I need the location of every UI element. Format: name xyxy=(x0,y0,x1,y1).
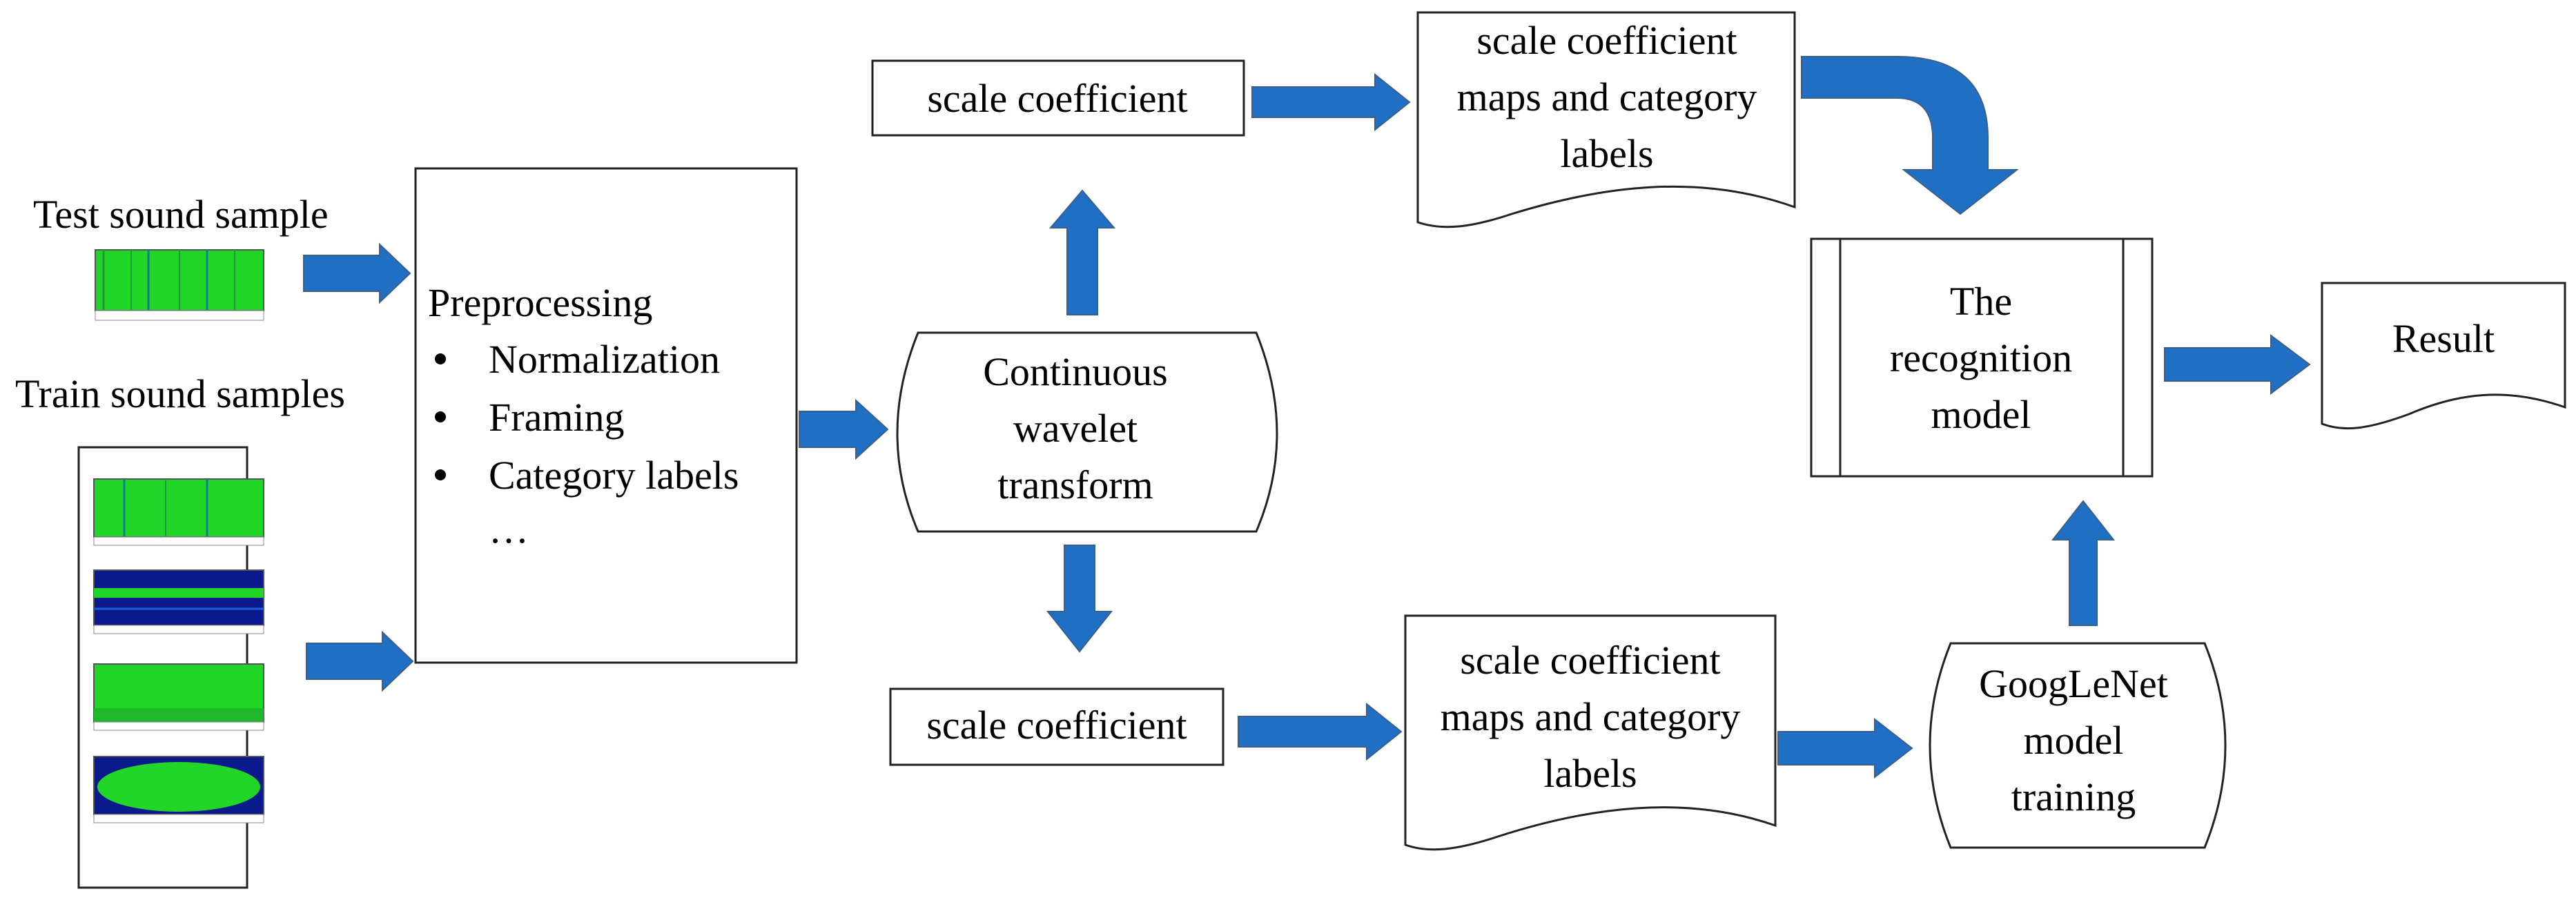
bottom-maps-line-1: scale coefficient xyxy=(1460,638,1720,683)
block-arrow-icon xyxy=(2164,334,2311,395)
result-label: Result xyxy=(2392,316,2495,361)
test-spectrogram-thumbnail xyxy=(95,249,264,321)
bullet-icon xyxy=(435,469,446,480)
block-arrow-icon xyxy=(1801,56,2019,215)
top-scale-coefficient-label: scale coefficient xyxy=(927,76,1187,121)
googlenet-line-1: GoogLeNet xyxy=(1979,661,2168,706)
preprocessing-box xyxy=(414,167,798,664)
top-maps-line-3: labels xyxy=(1560,131,1653,176)
preprocessing-item-framing: Framing xyxy=(489,395,625,440)
bottom-maps-line-3: labels xyxy=(1543,751,1637,796)
train-spectrogram-2 xyxy=(93,569,264,634)
cwt-line-2: wavelet xyxy=(1013,406,1138,451)
train-spectrogram-3 xyxy=(93,663,264,731)
block-arrow-icon xyxy=(1777,717,1913,779)
train-spectrogram-1 xyxy=(93,478,264,546)
bottom-maps-document xyxy=(1404,614,1777,851)
recognition-line-1: The xyxy=(1950,279,2012,324)
bottom-scale-coefficient-box xyxy=(889,687,1224,766)
block-arrow-icon xyxy=(303,242,411,304)
preprocessing-ellipsis: … xyxy=(489,507,529,552)
train-sound-label: Train sound samples xyxy=(15,371,345,416)
googlenet-line-3: training xyxy=(2011,774,2136,819)
top-maps-line-2: maps and category xyxy=(1457,75,1757,119)
preprocessing-item-category-labels: Category labels xyxy=(489,453,739,498)
block-arrow-icon xyxy=(1046,545,1113,653)
test-sound-label: Test sound sample xyxy=(33,192,329,237)
recognition-line-2: recognition xyxy=(1890,335,2072,380)
recognition-model-box xyxy=(1810,237,2154,478)
bottom-scale-coefficient-label: scale coefficient xyxy=(926,703,1187,748)
block-arrow-icon xyxy=(1238,702,1403,761)
block-arrow-icon xyxy=(306,630,414,692)
flow-arrows xyxy=(303,56,2311,779)
top-scale-coefficient-box xyxy=(871,59,1245,137)
block-arrow-icon xyxy=(1251,72,1411,132)
bullet-icon xyxy=(435,353,446,364)
cwt-line-3: transform xyxy=(997,462,1153,507)
block-arrow-icon xyxy=(1048,189,1116,315)
bottom-maps-line-2: maps and category xyxy=(1441,694,1741,739)
train-spectrogram-4 xyxy=(93,756,264,823)
cwt-stored-data-shape xyxy=(896,331,1278,533)
preprocessing-item-normalization: Normalization xyxy=(489,337,720,382)
block-arrow-icon xyxy=(799,398,889,460)
cwt-line-1: Continuous xyxy=(983,349,1168,394)
block-arrow-icon xyxy=(2051,500,2116,626)
recognition-line-3: model xyxy=(1931,392,2031,437)
bullet-icon xyxy=(435,411,446,422)
top-maps-document xyxy=(1416,11,1796,228)
top-maps-line-1: scale coefficient xyxy=(1476,18,1737,63)
googlenet-line-2: model xyxy=(2024,718,2124,763)
result-document xyxy=(2321,282,2566,430)
preprocessing-title: Preprocessing xyxy=(428,280,652,325)
googlenet-stored-data-shape xyxy=(1929,642,2227,849)
